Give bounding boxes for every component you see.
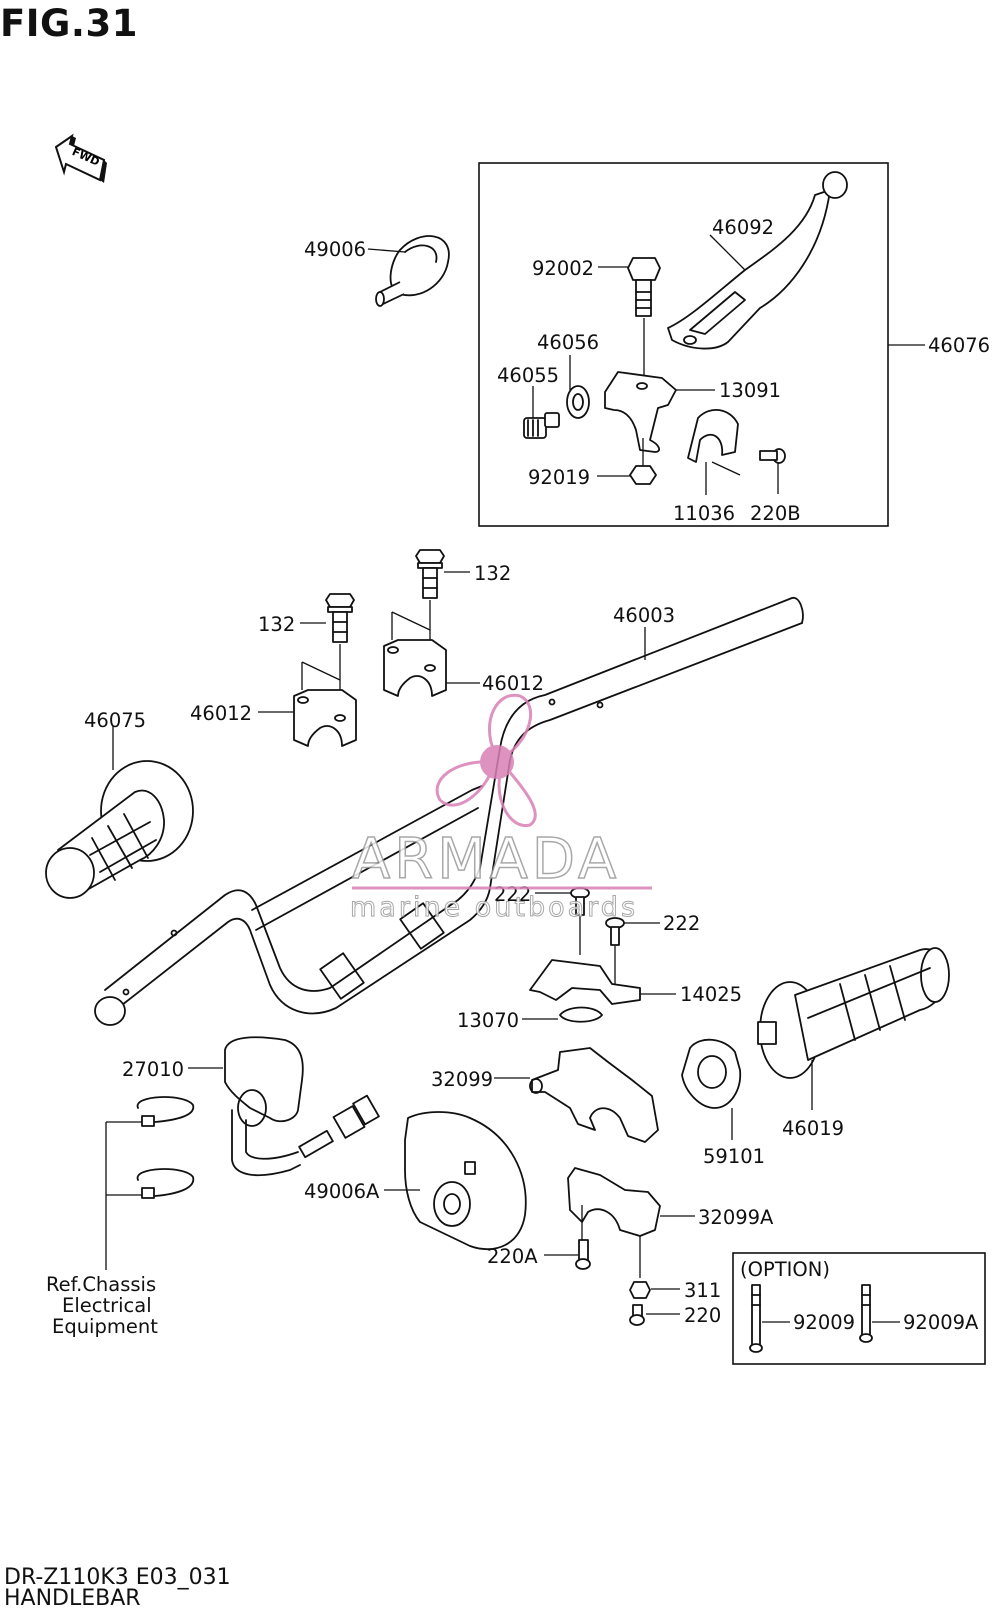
part-13070-clip bbox=[559, 1006, 603, 1023]
part-11036-clamp bbox=[687, 409, 739, 463]
label-132-left: 132 bbox=[258, 613, 295, 636]
part-59101-pulley bbox=[681, 1038, 742, 1109]
label-92002: 92002 bbox=[532, 257, 594, 280]
part-46012-holder-left bbox=[293, 661, 357, 747]
label-46076: 46076 bbox=[928, 334, 990, 357]
part-46092-lever bbox=[667, 171, 848, 350]
part-49006A-cover bbox=[404, 1111, 527, 1251]
label-92009: 92009 bbox=[793, 1311, 855, 1334]
label-311: 311 bbox=[684, 1279, 721, 1302]
part-92002-bolt bbox=[627, 257, 661, 317]
ref-line-3: Equipment bbox=[52, 1315, 158, 1338]
part-cable-tie-upper bbox=[136, 1096, 195, 1127]
label-13091: 13091 bbox=[719, 379, 781, 402]
watermark-brand: ARMADA bbox=[352, 827, 620, 892]
section-name: HANDLEBAR bbox=[4, 1586, 141, 1611]
figure-title: FIG.31 bbox=[0, 2, 138, 45]
label-46056: 46056 bbox=[537, 331, 599, 354]
part-cable-tie-lower bbox=[136, 1168, 195, 1199]
ref-line-1: Ref.Chassis bbox=[46, 1273, 156, 1296]
part-92009A-bolt bbox=[859, 1284, 873, 1343]
part-92019-nut bbox=[629, 465, 657, 485]
part-32099A-lower-case bbox=[567, 1167, 661, 1237]
model-code: DR-Z110K3 E03_031 bbox=[4, 1565, 231, 1590]
label-13070: 13070 bbox=[457, 1009, 519, 1032]
label-27010: 27010 bbox=[122, 1058, 184, 1081]
label-222-b: 222 bbox=[663, 912, 700, 935]
label-220A: 220A bbox=[487, 1245, 538, 1268]
label-92009A: 92009A bbox=[903, 1311, 979, 1334]
part-220B-screw bbox=[759, 448, 786, 464]
propeller-logo-icon bbox=[435, 693, 537, 827]
part-14025-bracket bbox=[529, 959, 641, 1005]
part-27010-switch bbox=[224, 1036, 380, 1177]
label-46019: 46019 bbox=[782, 1117, 844, 1140]
label-132-right: 132 bbox=[474, 562, 511, 585]
label-32099A: 32099A bbox=[698, 1206, 774, 1229]
fwd-arrow-icon: FWD bbox=[54, 133, 107, 183]
label-220B: 220B bbox=[750, 502, 801, 525]
label-46012-right: 46012 bbox=[482, 672, 544, 695]
label-32099: 32099 bbox=[431, 1068, 493, 1091]
part-132-bolt-right bbox=[415, 549, 445, 599]
label-92019: 92019 bbox=[528, 466, 590, 489]
part-46055-screw bbox=[523, 412, 560, 439]
label-49006A: 49006A bbox=[304, 1180, 380, 1203]
part-92009-bolt bbox=[749, 1284, 763, 1353]
option-box bbox=[732, 1252, 986, 1365]
part-311-nut bbox=[629, 1281, 651, 1299]
label-59101: 59101 bbox=[703, 1145, 765, 1168]
part-220-screw bbox=[629, 1304, 645, 1326]
label-46003: 46003 bbox=[613, 604, 675, 627]
armada-watermark: ARMADA marine outboards bbox=[350, 693, 652, 924]
part-46075-grip-left bbox=[45, 760, 194, 899]
label-220: 220 bbox=[684, 1304, 721, 1327]
label-46075: 46075 bbox=[84, 709, 146, 732]
label-46055: 46055 bbox=[497, 364, 559, 387]
part-46056-ring bbox=[566, 385, 590, 419]
part-13091-holder bbox=[604, 371, 677, 453]
part-46019-grip-right bbox=[757, 947, 950, 1079]
part-132-bolt-left bbox=[325, 593, 355, 643]
watermark-tagline: marine outboards bbox=[350, 892, 638, 923]
part-46012-holder-right bbox=[383, 611, 447, 697]
part-46003-handlebar bbox=[94, 597, 804, 1026]
ref-line-2: Electrical bbox=[62, 1294, 152, 1317]
label-14025: 14025 bbox=[680, 983, 742, 1006]
label-46012-left: 46012 bbox=[190, 702, 252, 725]
part-49006-drawing bbox=[375, 235, 450, 307]
part-32099-throttle-case bbox=[531, 1047, 659, 1143]
label-49006: 49006 bbox=[304, 238, 366, 261]
option-box-title: (OPTION) bbox=[740, 1258, 830, 1281]
part-220A-screw bbox=[575, 1239, 591, 1270]
label-46092: 46092 bbox=[712, 216, 774, 239]
label-11036: 11036 bbox=[673, 502, 735, 525]
